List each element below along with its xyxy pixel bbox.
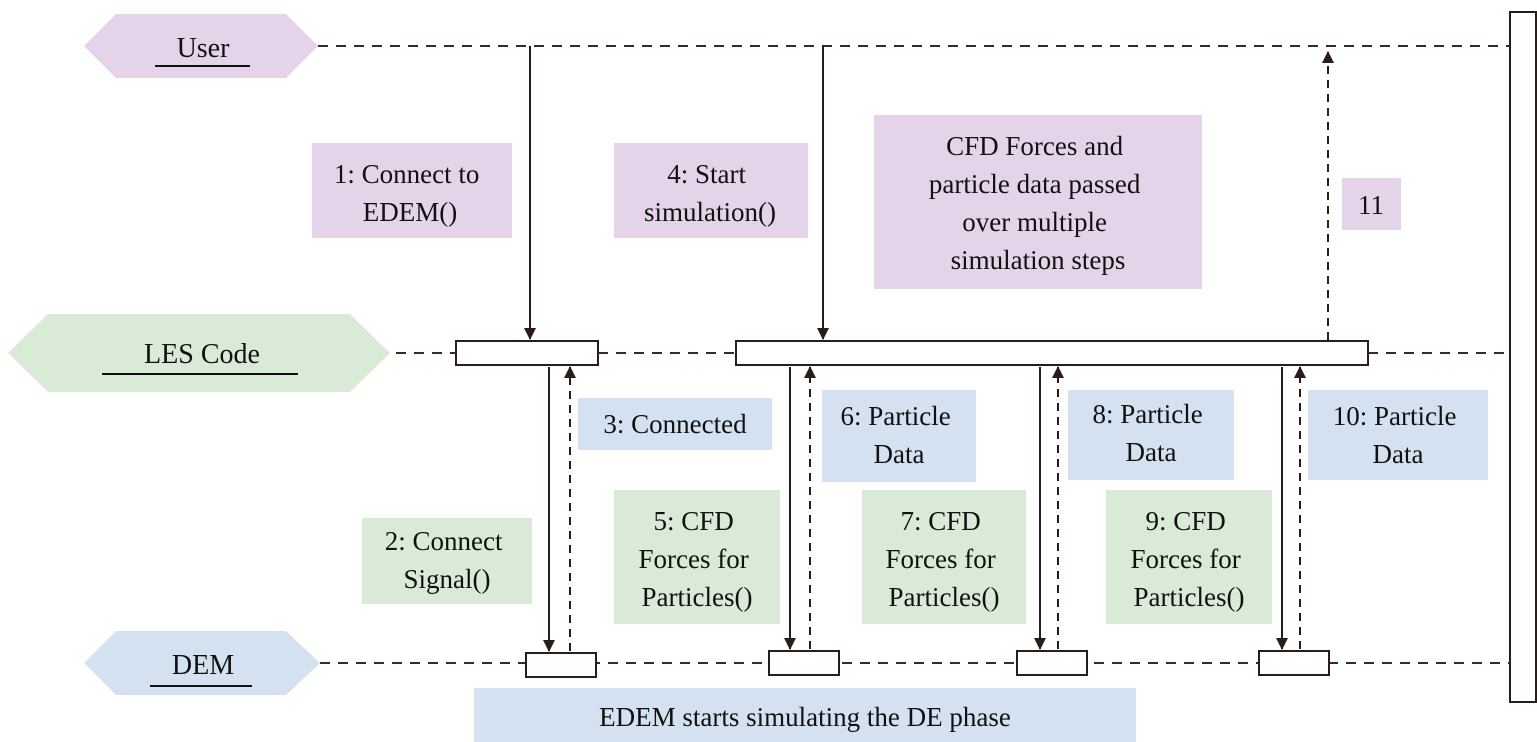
dem-note-label: EDEM starts simulating the DE phase bbox=[599, 702, 1011, 732]
m8-label: 8: Particle Data bbox=[1093, 399, 1210, 467]
actor-dem-label: DEM bbox=[172, 650, 234, 681]
dem-activation-2 bbox=[768, 650, 840, 676]
m2-label: 2: Connect Signal() bbox=[385, 526, 509, 594]
actor-user: User bbox=[84, 14, 318, 78]
les-activation-2 bbox=[735, 340, 1369, 366]
m3-box bbox=[578, 398, 772, 450]
m6-label: 6: Particle Data bbox=[841, 401, 958, 469]
dem-note-box bbox=[474, 688, 1136, 742]
m8-box bbox=[1068, 390, 1234, 480]
m11-box bbox=[1342, 178, 1401, 230]
actor-les: LES Code bbox=[8, 314, 390, 392]
m2-box bbox=[362, 518, 532, 604]
m7-box bbox=[862, 490, 1026, 624]
actor-dem: DEM bbox=[84, 631, 320, 695]
m7-label: 7: CFD Forces for Particles() bbox=[886, 506, 1003, 612]
m10-box bbox=[1308, 390, 1488, 480]
actor-user-label: User bbox=[177, 33, 231, 64]
m10-label: 10: Particle Data bbox=[1333, 401, 1463, 469]
m5-box bbox=[614, 490, 780, 624]
m4-label: 4: Start simulation() bbox=[644, 159, 776, 227]
m1-box bbox=[312, 143, 512, 238]
dem-activation-3 bbox=[1016, 650, 1088, 676]
actor-les-label: LES Code bbox=[144, 339, 260, 370]
right-boundary-bar bbox=[1509, 11, 1537, 703]
dem-activation-4 bbox=[1258, 650, 1330, 676]
dem-activation-1 bbox=[525, 652, 597, 678]
m3-label: 3: Connected bbox=[603, 409, 747, 439]
m11-label: 11 bbox=[1358, 190, 1384, 220]
m9-label: 9: CFD Forces for Particles() bbox=[1131, 506, 1248, 612]
m1-label: 1: Connect to EDEM() bbox=[334, 159, 486, 227]
les-activation-1 bbox=[455, 340, 599, 366]
m9-box bbox=[1106, 490, 1272, 624]
cfd-note-label: CFD Forces and particle data passed over… bbox=[929, 131, 1147, 275]
m6-box bbox=[822, 390, 976, 482]
m5-label: 5: CFD Forces for Particles() bbox=[639, 506, 756, 612]
cfd-note-box bbox=[874, 115, 1202, 289]
m4-box bbox=[614, 143, 808, 238]
